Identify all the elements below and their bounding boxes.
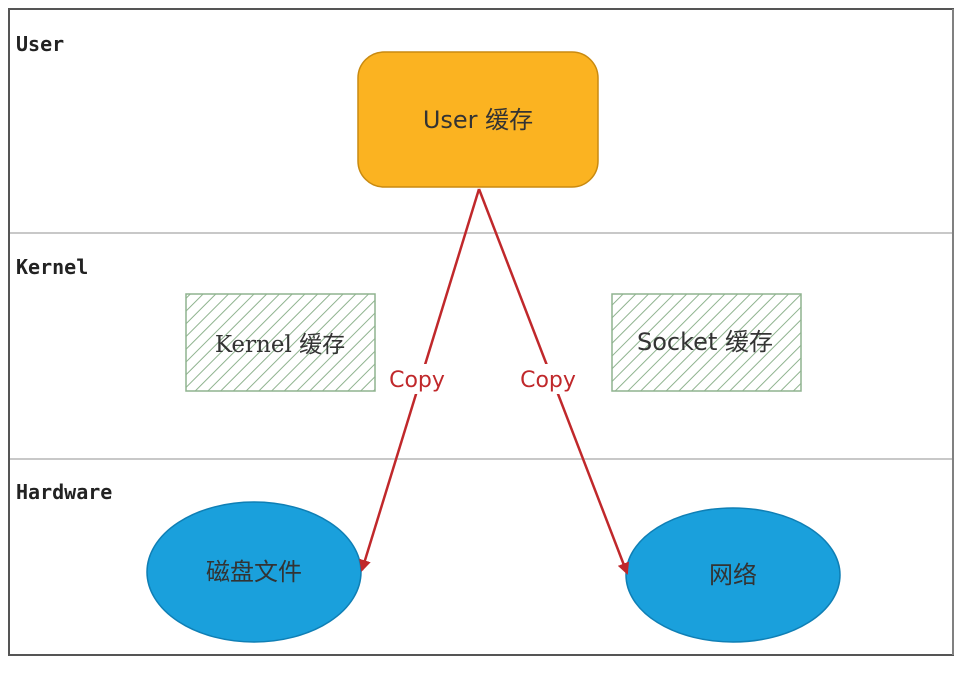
left-copy-label-bg bbox=[384, 364, 450, 394]
right-copy-label-bg bbox=[514, 364, 580, 394]
socket-cache-label: Socket 缓存 bbox=[637, 328, 773, 356]
user-cache-node bbox=[357, 51, 599, 188]
user-cache-label: User 缓存 bbox=[423, 106, 533, 134]
kernel-cache-label: Kernel 缓存 bbox=[215, 332, 345, 358]
kernel-layer-label: Kernel bbox=[16, 255, 88, 279]
left-copy-label: Copy bbox=[389, 368, 445, 393]
disk-file-node bbox=[146, 501, 362, 643]
kernel-cache-node bbox=[185, 293, 376, 392]
hardware-layer-label: Hardware bbox=[16, 480, 112, 504]
socket-cache-node bbox=[611, 293, 802, 392]
user-layer-label: User bbox=[16, 32, 64, 56]
disk-file-label: 磁盘文件 bbox=[206, 558, 302, 586]
right-copy-label: Copy bbox=[520, 368, 576, 393]
network-node bbox=[625, 507, 841, 643]
network-label: 网络 bbox=[709, 561, 757, 589]
